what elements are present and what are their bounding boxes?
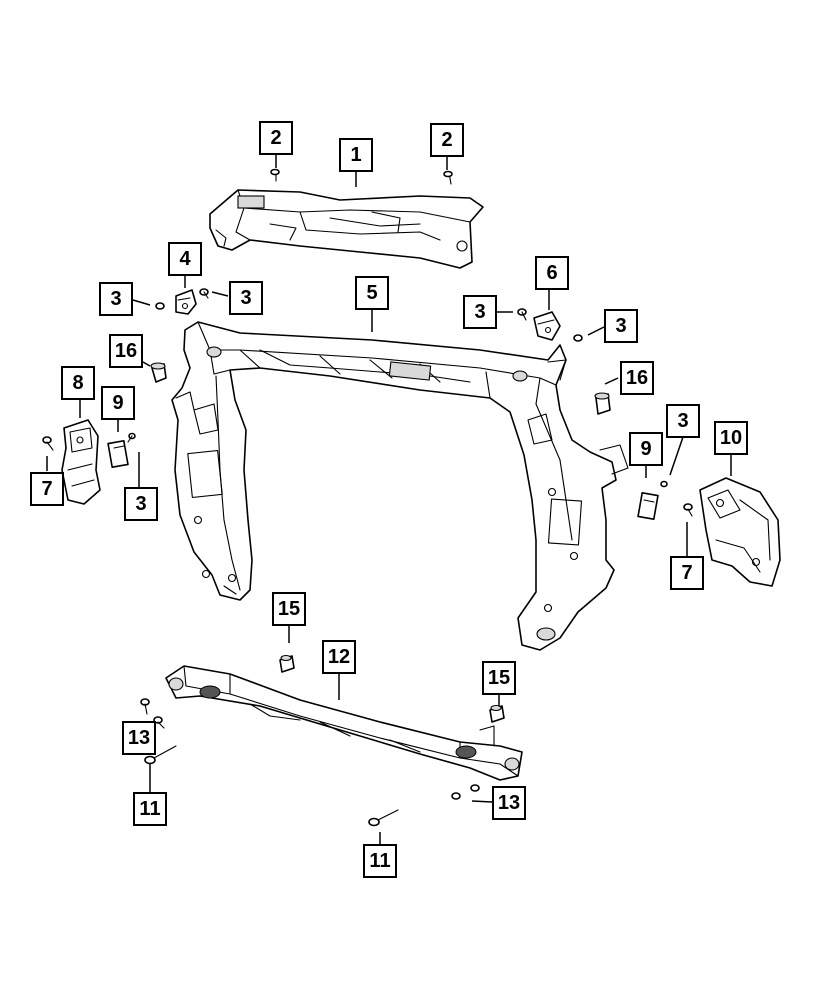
callout-5: 5 [355,276,389,310]
callout-2: 2 [430,123,464,157]
lower-crossmember-part-12 [165,665,523,781]
fastener-part-2 [270,168,453,185]
screw-part-7 [42,436,693,517]
callout-16: 16 [109,334,143,368]
callout-13: 13 [492,786,526,820]
upper-shroud-part-1 [209,189,484,269]
bolt-part-11 [144,745,399,827]
sensor-part-9 [107,439,659,521]
screw-part-3 [127,288,668,488]
callout-3: 3 [604,309,638,343]
right-bracket-part-10 [699,477,781,587]
callout-4: 4 [168,242,202,276]
callout-13: 13 [122,721,156,755]
callout-6: 6 [535,256,569,290]
callout-11: 11 [133,792,167,826]
callout-1: 1 [339,138,373,172]
callout-10: 10 [714,421,748,455]
callout-9: 9 [101,386,135,420]
callout-12: 12 [322,640,356,674]
callout-7: 7 [30,472,64,506]
bracket-part-6 [533,311,561,341]
callout-3: 3 [463,295,497,329]
callout-16: 16 [620,361,654,395]
radiator-support-part-5 [171,321,629,651]
callout-15: 15 [482,661,516,695]
bracket-part-4 [175,289,197,315]
callout-3: 3 [124,487,158,521]
callout-3: 3 [229,281,263,315]
callout-8: 8 [61,366,95,400]
callout-15: 15 [272,592,306,626]
bolt-part-13 [140,698,480,800]
callout-3: 3 [666,404,700,438]
callout-11: 11 [363,844,397,878]
clip-part-15 [279,654,505,723]
callout-9: 9 [629,432,663,466]
bumper-part-16 [150,362,611,415]
callout-3: 3 [99,282,133,316]
left-bracket-part-8 [61,419,101,505]
callout-7: 7 [670,556,704,590]
callout-2: 2 [259,121,293,155]
